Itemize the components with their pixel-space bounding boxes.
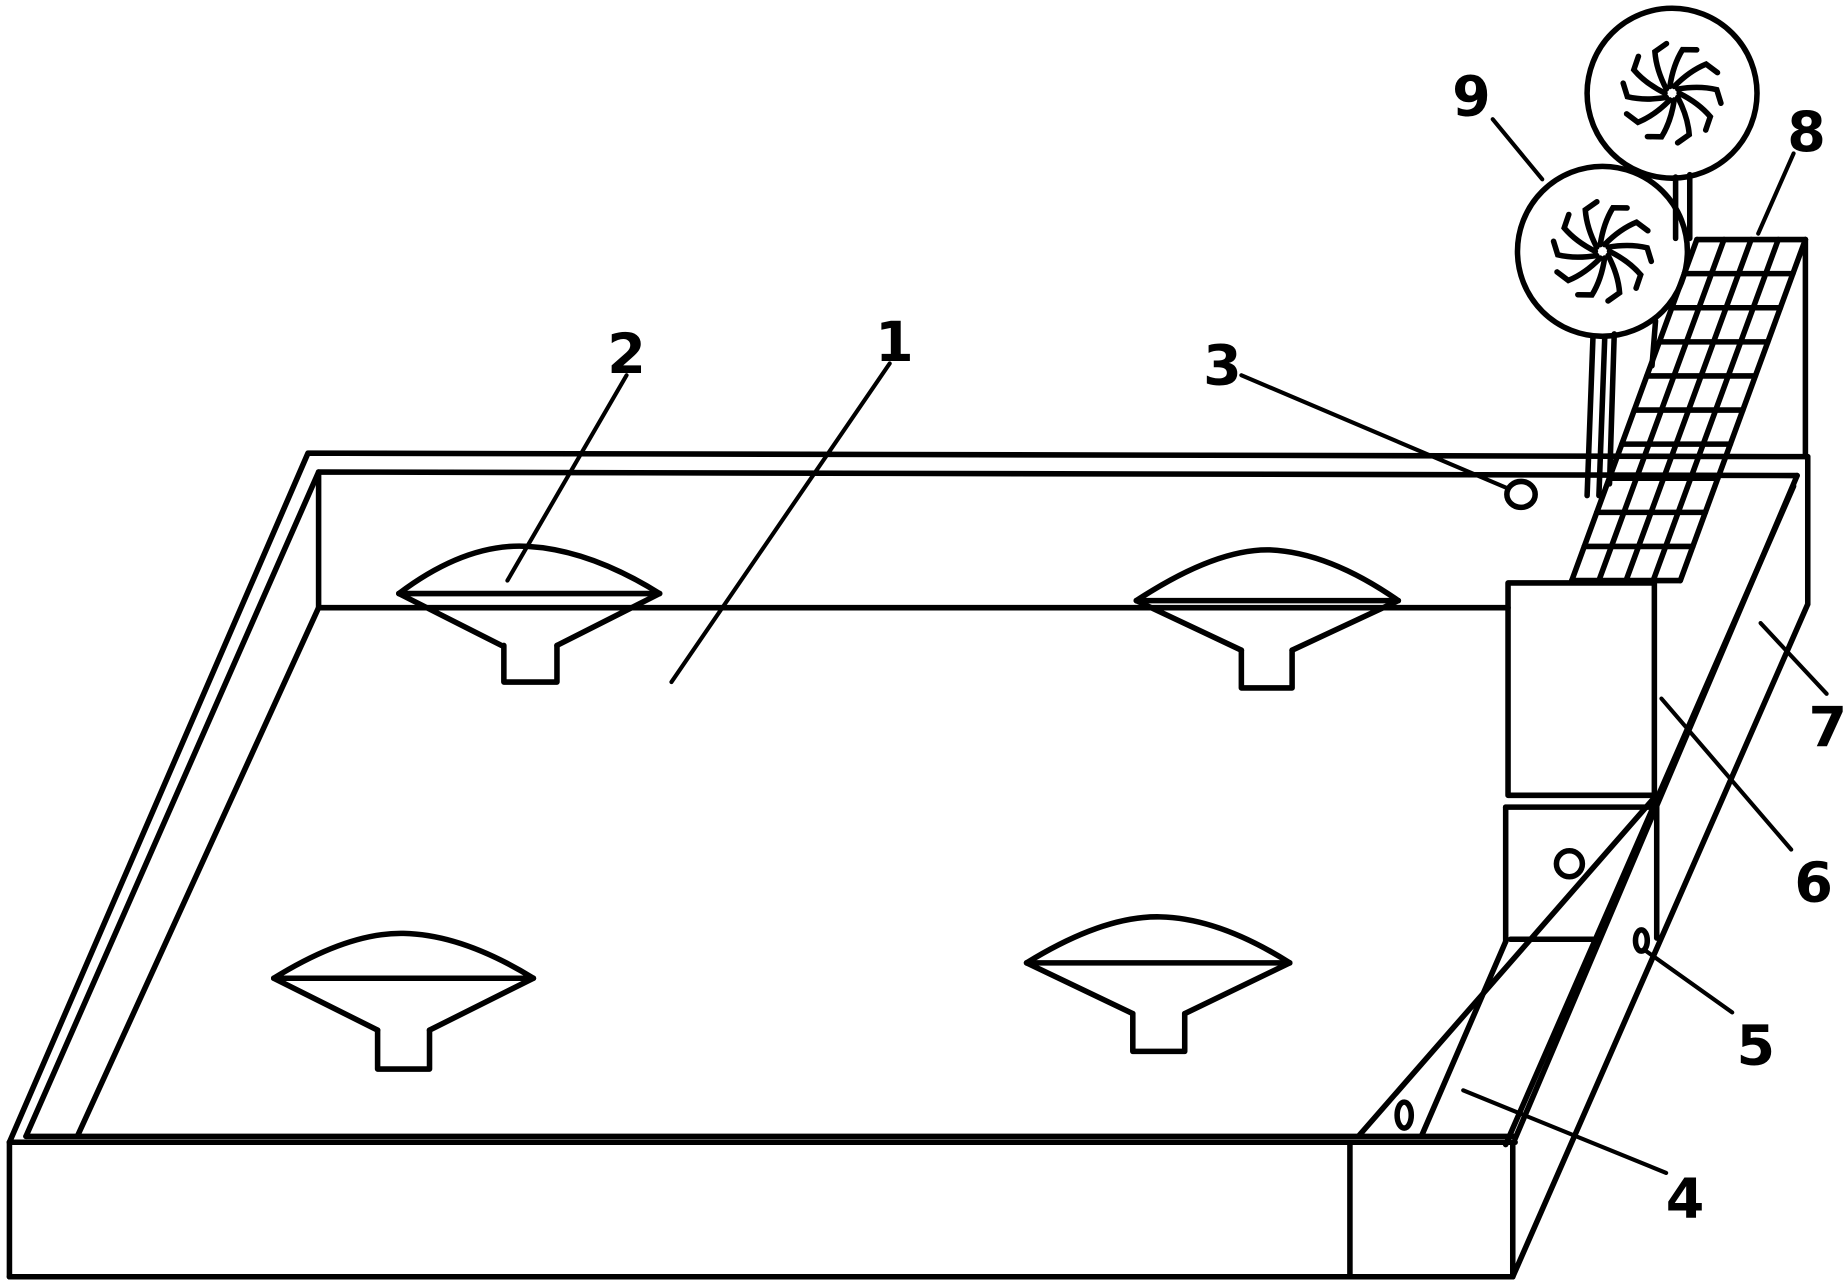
drain-hole (1394, 1099, 1415, 1131)
fan-blade (1675, 84, 1724, 107)
fan-lower (1514, 163, 1691, 340)
fan-blade (1674, 94, 1693, 146)
funnel-front-right (1023, 914, 1293, 1055)
control-box (1505, 580, 1658, 799)
fan-blade (1667, 46, 1700, 90)
fan-blade (1575, 255, 1608, 298)
label-3: 3 (1203, 335, 1242, 399)
funnel-front-left (270, 930, 537, 1072)
funnel-back-left (396, 543, 663, 685)
label-7: 7 (1809, 696, 1844, 760)
fan-blade (1554, 255, 1604, 284)
sensor-3 (1504, 478, 1538, 511)
fan-blade (1620, 80, 1670, 102)
fan-blade (1605, 242, 1655, 265)
fan-blade (1605, 252, 1623, 304)
channel-hole (1553, 848, 1586, 880)
funnel-back-right (1133, 547, 1402, 691)
fan-supports (1584, 171, 1693, 499)
fan-blade (1623, 97, 1673, 126)
fan-blade (1652, 40, 1670, 92)
fan-blade (1597, 204, 1630, 248)
fan-blade (1644, 97, 1678, 140)
labels: 2 1 3 4 5 6 7 8 9 (607, 66, 1844, 1232)
leader-lines (505, 117, 1829, 1175)
label-5: 5 (1737, 1014, 1776, 1078)
label-2: 2 (607, 323, 646, 387)
label-9: 9 (1452, 66, 1491, 130)
fan-blade (1630, 53, 1668, 96)
fan-blade (1561, 211, 1599, 255)
side-channel (1356, 794, 1660, 1138)
fan-blade (1606, 248, 1644, 291)
outlet-hole (1632, 927, 1651, 954)
label-8: 8 (1787, 101, 1826, 165)
fan-blade (1676, 90, 1714, 133)
fan-blade (1601, 219, 1651, 248)
label-1: 1 (875, 311, 914, 375)
grid-panel (1568, 236, 1809, 584)
fan-blade (1550, 238, 1600, 260)
tray-frame (6, 450, 1811, 1280)
label-4: 4 (1666, 1168, 1705, 1232)
label-6: 6 (1794, 852, 1833, 916)
fan-blade (1582, 198, 1600, 250)
fan-blade (1671, 60, 1721, 90)
fan-upper (1584, 5, 1760, 181)
